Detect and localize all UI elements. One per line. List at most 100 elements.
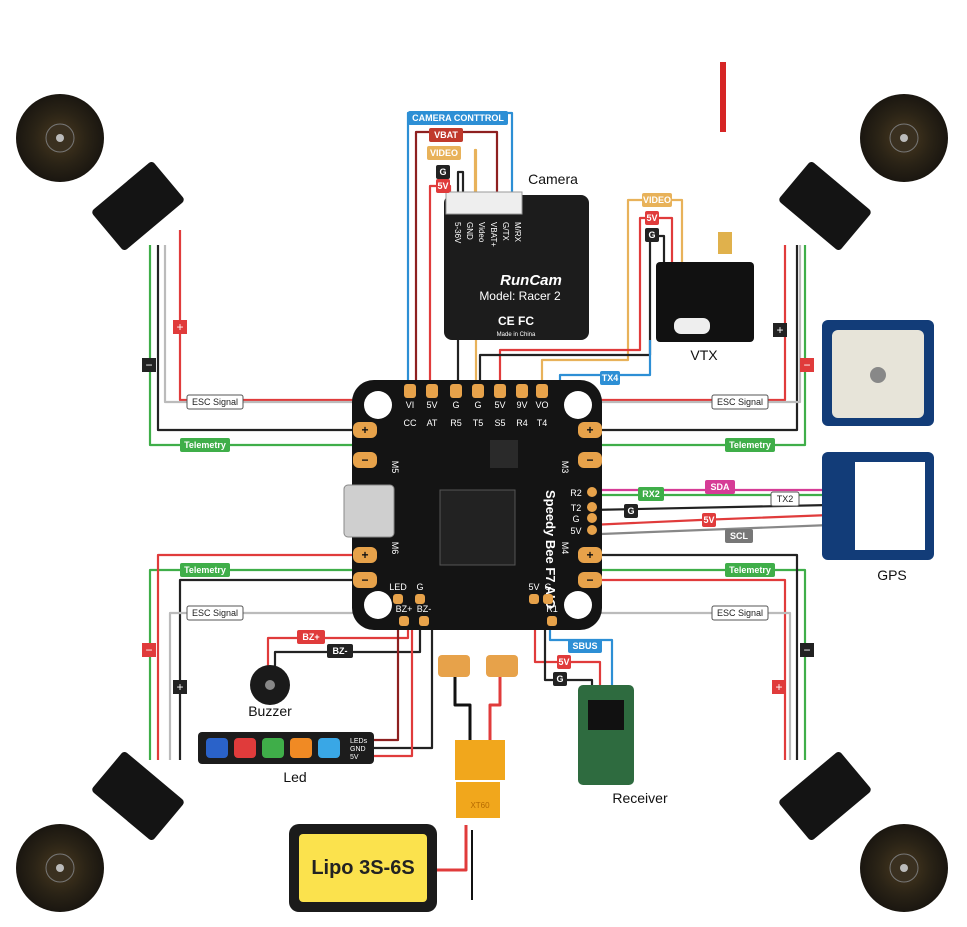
motor-pad-polarity: −: [361, 453, 368, 467]
board-name: Speedy Bee F7 AIO: [543, 490, 558, 609]
right-pad: [587, 487, 597, 497]
svg-text:BZ+: BZ+: [302, 632, 319, 642]
mcu-chip: [439, 489, 516, 566]
svg-text:G: G: [556, 674, 563, 684]
top-pad-label: R5: [450, 418, 462, 428]
wire-tag: VBAT: [429, 128, 463, 142]
wire-tag: VIDEO: [427, 146, 461, 160]
top-pin-label: G: [474, 400, 481, 410]
motor-pad-polarity: −: [586, 573, 593, 587]
svg-text:TX4: TX4: [602, 373, 619, 383]
svg-text:−: −: [803, 358, 810, 372]
motor-pad: [578, 547, 602, 563]
svg-text:SBUS: SBUS: [572, 641, 597, 651]
motor-pad: [353, 452, 377, 468]
top-pin-label: VO: [535, 400, 548, 410]
wire-tag: Telemetry: [725, 438, 775, 452]
top-pad: [426, 384, 438, 398]
led-pin-label: 5V: [350, 754, 359, 761]
receiver-label: Receiver: [612, 790, 668, 806]
wire-tag: ESC Signal: [711, 605, 769, 621]
svg-text:VIDEO: VIDEO: [430, 148, 458, 158]
battery-pad-plus: [486, 655, 518, 677]
vtx-label: VTX: [690, 347, 718, 363]
svg-text:+: +: [775, 680, 782, 694]
top-pad: [516, 384, 528, 398]
wire-tag: 5V: [645, 211, 659, 225]
wire-tag: G: [436, 165, 450, 179]
top-pad: [404, 384, 416, 398]
esc-boards: [92, 162, 871, 840]
top-pad: [494, 384, 506, 398]
top-pad-label: S5: [494, 418, 505, 428]
battery: XT60 Lipo 3S-6S: [289, 740, 505, 912]
bottom-pad-label: LED: [389, 582, 407, 592]
svg-text:−: −: [452, 635, 461, 652]
wire-tag: Telemetry: [180, 563, 230, 577]
svg-text:Telemetry: Telemetry: [184, 440, 226, 450]
direction-arrow-icon: [470, 632, 490, 650]
svg-text:5V: 5V: [558, 657, 569, 667]
motor-pad: [353, 422, 377, 438]
wire-tag: TX4: [600, 371, 620, 385]
top-pad: [536, 384, 548, 398]
motor-pad-label: M4: [560, 542, 570, 555]
top-pad-label: T4: [537, 418, 548, 428]
svg-text:−: −: [145, 643, 152, 657]
polarity-markers: + − + − − + − +: [142, 320, 814, 694]
motor-top-right: [860, 94, 948, 182]
motor-top-left: [16, 94, 104, 182]
bottom-pad-label: G: [544, 582, 551, 592]
esc-top-right: [779, 162, 871, 250]
camera-label: Camera: [528, 171, 578, 187]
gyro-chip: [490, 440, 518, 468]
led-cell: [262, 738, 284, 758]
wire-tag: TX2: [770, 491, 800, 507]
wire-tag: ESC Signal: [186, 394, 244, 410]
bottom-pad-label: R1: [546, 604, 558, 614]
svg-text:+: +: [497, 635, 506, 652]
svg-text:G: G: [648, 230, 655, 240]
svg-text:ESC Signal: ESC Signal: [717, 608, 763, 618]
svg-text:Telemetry: Telemetry: [184, 565, 226, 575]
top-pad: [450, 384, 462, 398]
camera-pin-label: GND: [465, 222, 474, 240]
svg-text:TX2: TX2: [777, 494, 794, 504]
svg-text:5V: 5V: [703, 515, 714, 525]
motor-pad-polarity: +: [586, 548, 593, 562]
esc-bottom-left: [92, 752, 184, 840]
bottom-pad-label: BZ+: [396, 604, 413, 614]
svg-text:ESC Signal: ESC Signal: [192, 608, 238, 618]
bottom-pad: [415, 594, 425, 604]
motor-pad: [353, 547, 377, 563]
top-pad-label: T5: [473, 418, 484, 428]
camera-model: Model: Racer 2: [479, 289, 561, 303]
right-pad-label: 5V: [570, 526, 581, 536]
svg-text:ESC Signal: ESC Signal: [192, 397, 238, 407]
top-pin-label: 5V: [494, 400, 505, 410]
battery-label: Lipo 3S-6S: [311, 857, 414, 879]
motor-pad-label: M6: [390, 542, 400, 555]
camera-brand: RunCam: [500, 272, 562, 289]
top-pad-label: R4: [516, 418, 528, 428]
wire-tag: 5V: [436, 179, 450, 193]
wire-tag: SDA: [705, 480, 735, 494]
svg-text:Telemetry: Telemetry: [729, 565, 771, 575]
motor-bottom-left: [16, 824, 104, 912]
motor-pad-polarity: −: [361, 573, 368, 587]
motor-bottom-right: [860, 824, 948, 912]
camera-pin-label: G/TX: [501, 222, 510, 241]
svg-text:5V: 5V: [437, 181, 448, 191]
wire-tag: VIDEO: [642, 193, 672, 207]
wire-tag: 5V: [557, 655, 571, 669]
flight-controller: Speedy Bee F7 AIO − + VICC5VATGR5GT55VS5…: [343, 380, 602, 677]
right-pad-label: G: [572, 514, 579, 524]
svg-text:SCL: SCL: [730, 531, 749, 541]
svg-text:CAMERA CONTTROL: CAMERA CONTTROL: [412, 113, 504, 123]
motor-pad-polarity: −: [586, 453, 593, 467]
